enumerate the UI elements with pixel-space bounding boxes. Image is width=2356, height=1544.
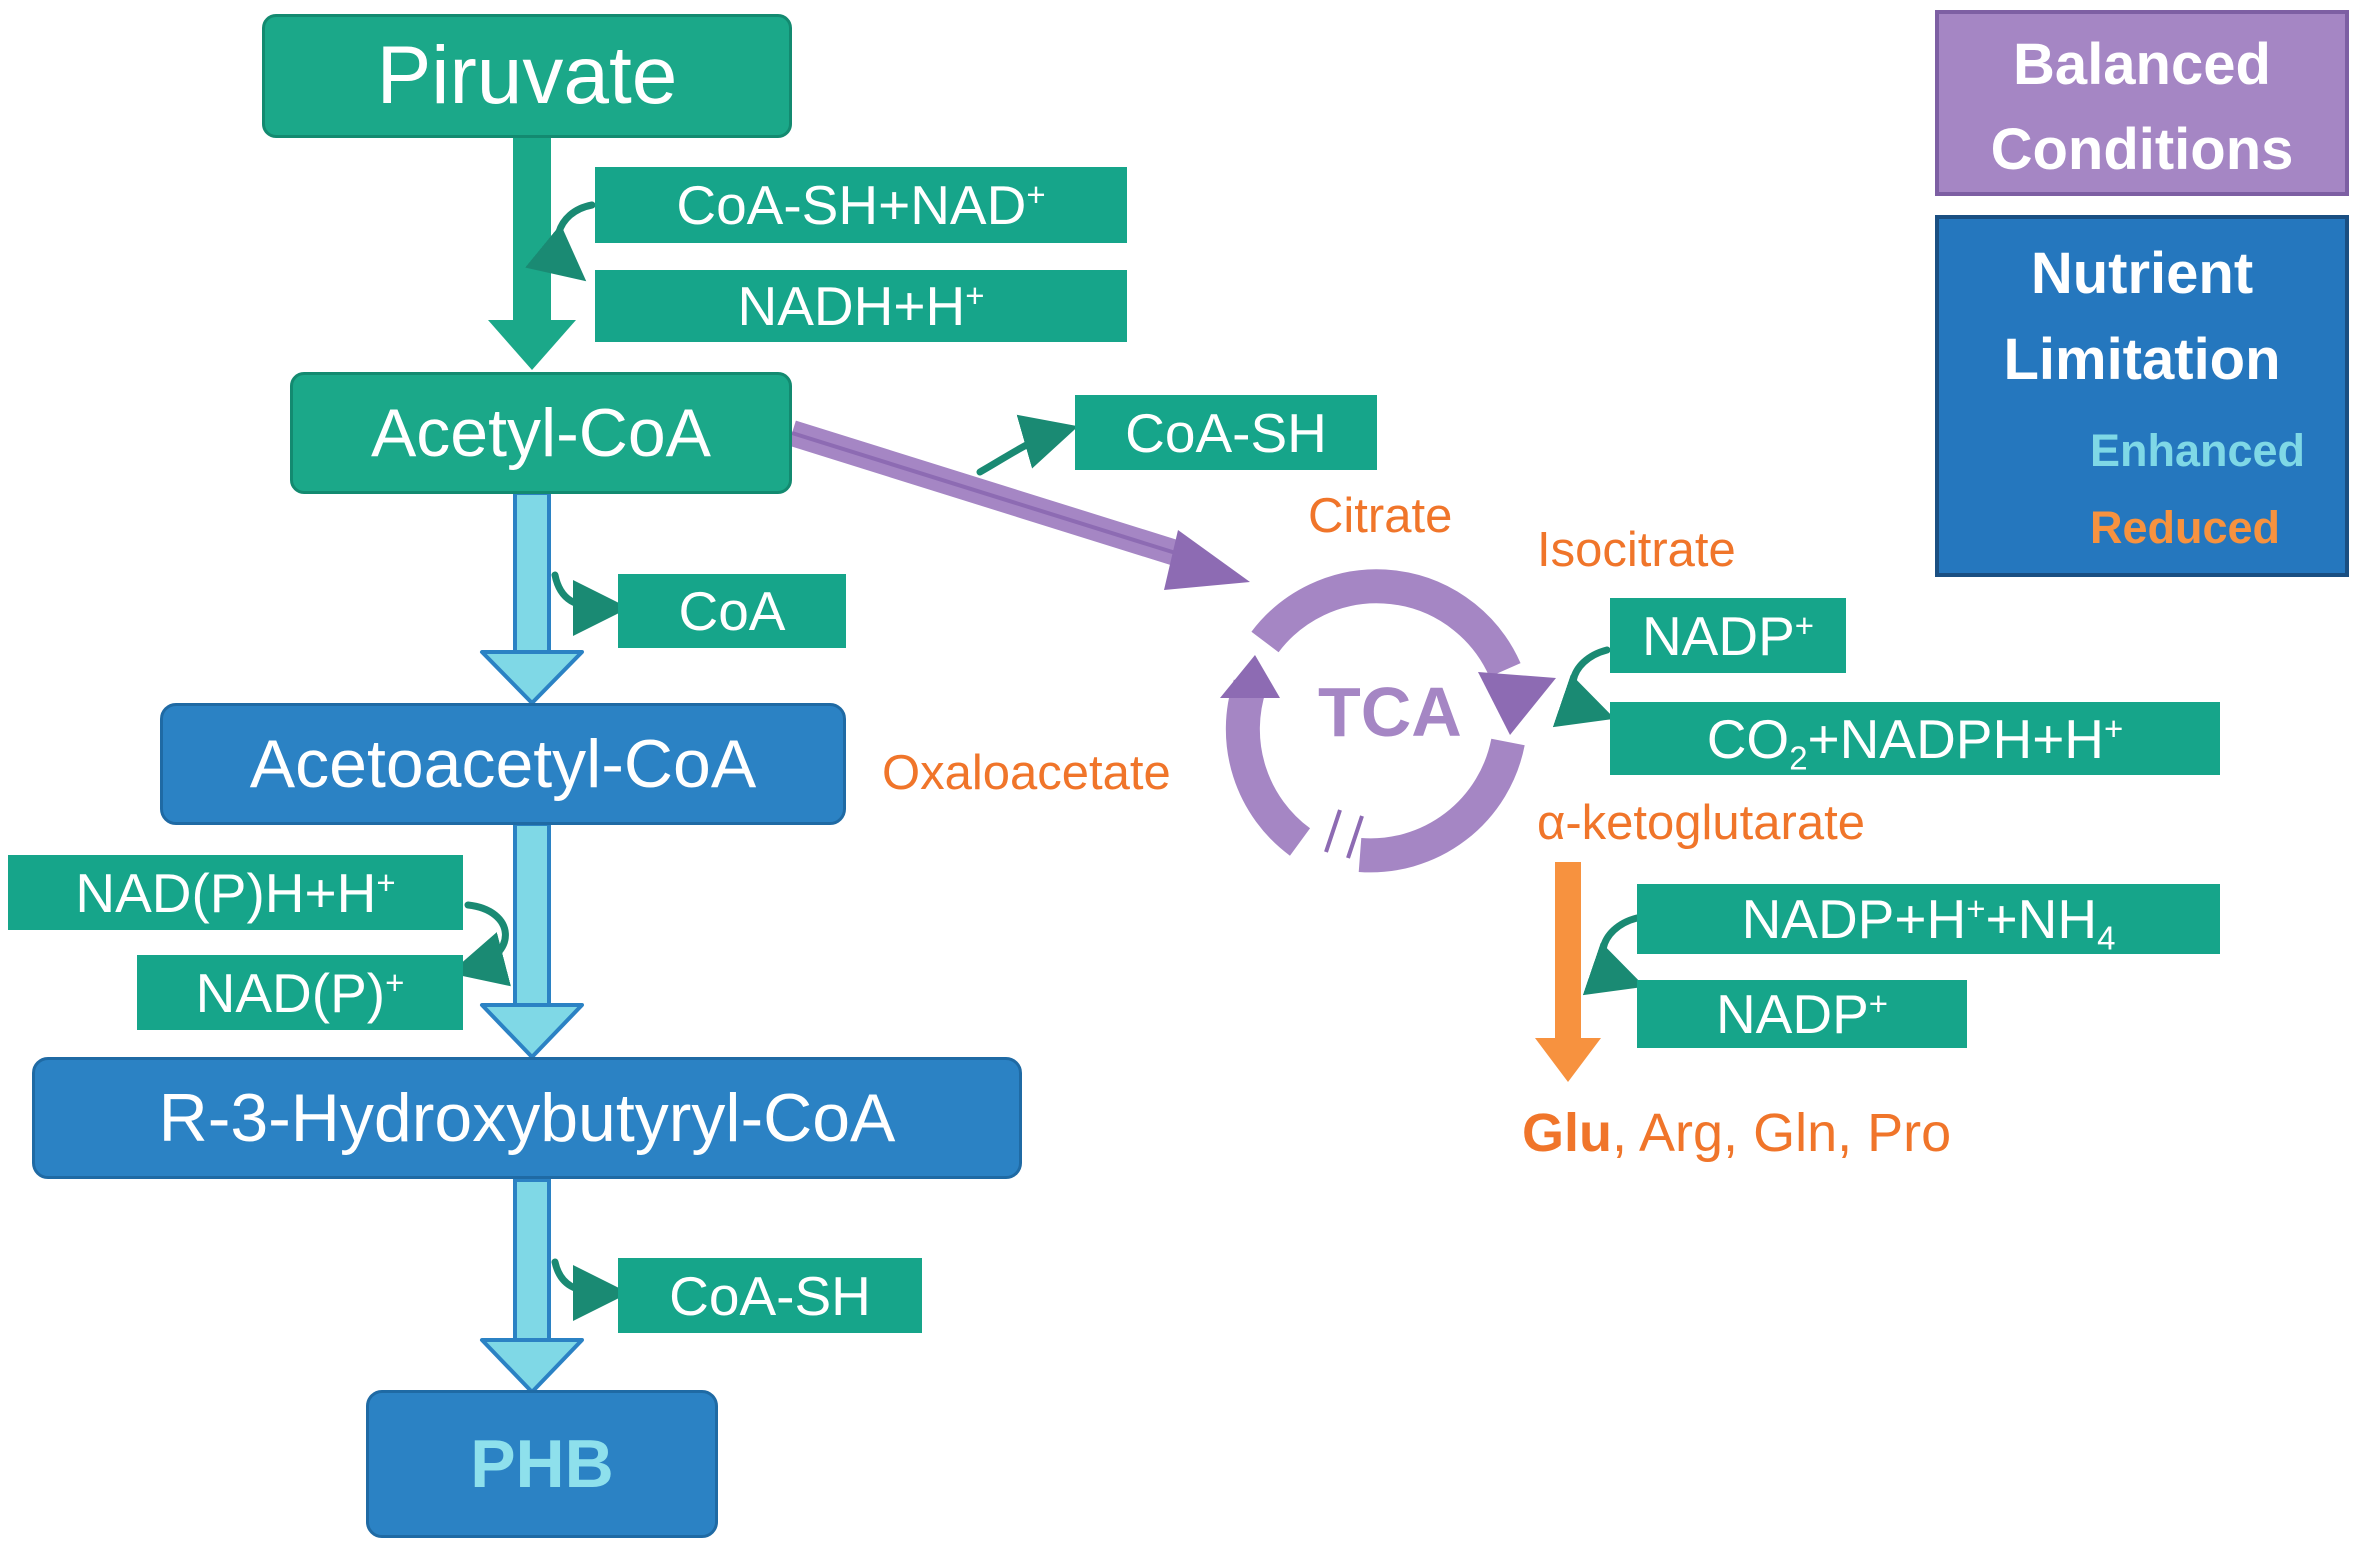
legend-nutrient-limitation: Nutrient Limitation <box>1935 215 2349 577</box>
hydroxybutyryl-to-phb-arrow <box>480 1178 584 1394</box>
other-amino-acids-label: , Arg, Gln, Pro <box>1612 1103 1952 1163</box>
legend-balanced-line1: Balanced <box>2013 32 2271 97</box>
oxaloacetate-label: Oxaloacetate <box>882 746 1171 800</box>
step1-hook <box>525 201 596 282</box>
step1-cofactor-in: CoA-SH+NAD+ <box>595 167 1127 243</box>
glutamate-cofactor-in-text: NADP+H++NH4 <box>1741 888 2116 957</box>
acetyl-coa-label: Acetyl-CoA <box>370 395 712 471</box>
step2-hook <box>551 571 629 636</box>
cofactor-hooks <box>449 201 1645 1321</box>
tca-label: TCA <box>1318 673 1462 751</box>
glu-label: Glu <box>1522 1103 1612 1163</box>
legend-nutrient-line1: Nutrient <box>2030 241 2254 306</box>
ketoglutarate-to-glu-arrow <box>1535 862 1601 1082</box>
step3-cofactor-in: NAD(P)H+H+ <box>8 855 463 930</box>
step4-cofactor-out-text: CoA-SH <box>669 1264 871 1327</box>
acetyl-to-tca-coa-sh-text: CoA-SH <box>1125 401 1327 464</box>
step4-hook <box>551 1258 629 1321</box>
acetoacetyl-coa-label: Acetoacetyl-CoA <box>249 726 757 802</box>
isocitrate-cofactor-in: NADP+ <box>1610 598 1846 673</box>
acetyl-to-acetoacetyl-arrow <box>480 491 584 705</box>
isocitrate-cofactor-in-text: NADP+ <box>1641 604 1815 667</box>
citrate-label: Citrate <box>1308 489 1453 543</box>
coa-sh-release-hook <box>976 414 1079 476</box>
glutamate-cofactor-in: NADP+H++NH4 <box>1637 884 2220 957</box>
step2-cofactor-out: CoA <box>618 574 846 648</box>
step1-cofactor-out: NADH+H+ <box>595 270 1127 342</box>
legend-enhanced-label: Enhanced <box>2090 425 2306 476</box>
phb-label: PHB <box>470 1426 614 1502</box>
piruvate-label: Piruvate <box>376 30 678 121</box>
isocitrate-hook <box>1552 646 1615 728</box>
step1-cofactor-out-text: NADH+H+ <box>737 275 985 337</box>
step3-cofactor-in-text: NAD(P)H+H+ <box>75 861 396 924</box>
isocitrate-cofactor-out: CO2+NADPH+H+ <box>1610 702 2220 775</box>
legend-reduced-label: Reduced <box>2090 502 2281 553</box>
piruvate-node: Piruvate <box>262 14 792 138</box>
step4-cofactor-out: CoA-SH <box>618 1258 922 1333</box>
alpha-ketoglutarate-label: α-ketoglutarate <box>1537 796 1865 850</box>
acetyl-to-tca-coa-sh: CoA-SH <box>1075 395 1377 470</box>
glutamate-cofactor-out-text: NADP+ <box>1715 983 1889 1045</box>
glutamate-cofactor-out: NADP+ <box>1637 980 1967 1048</box>
step3-hook <box>449 901 511 987</box>
legend-balanced-line2: Conditions <box>1990 117 2294 182</box>
phb-node: PHB <box>366 1390 718 1538</box>
acetyl-coa-node: Acetyl-CoA <box>290 372 792 494</box>
acetyl-to-tca-arrow <box>788 420 1250 590</box>
isocitrate-label: Isocitrate <box>1537 523 1736 577</box>
acetoacetyl-to-hydroxybutyryl-arrow <box>480 822 584 1059</box>
acetoacetyl-coa-node: Acetoacetyl-CoA <box>160 703 846 825</box>
step1-cofactor-in-text: CoA-SH+NAD+ <box>676 174 1046 236</box>
step3-cofactor-out: NAD(P)+ <box>137 955 463 1030</box>
isocitrate-cofactor-out-text: CO2+NADPH+H+ <box>1706 707 2124 777</box>
legend-balanced-conditions: Balanced Conditions <box>1935 10 2349 196</box>
legend-nutrient-line2: Limitation <box>2003 327 2281 392</box>
amino-acid-products: Glu, Arg, Gln, Pro <box>1522 1102 1951 1164</box>
glutamate-hook <box>1582 914 1645 996</box>
step2-cofactor-out-text: CoA <box>678 580 786 642</box>
tca-cycle-ring <box>1220 569 1556 873</box>
hydroxybutyryl-coa-node: R-3-Hydroxybutyryl-CoA <box>32 1057 1022 1179</box>
hydroxybutyryl-coa-label: R-3-Hydroxybutyryl-CoA <box>158 1080 896 1156</box>
step3-cofactor-out-text: NAD(P)+ <box>195 961 405 1024</box>
